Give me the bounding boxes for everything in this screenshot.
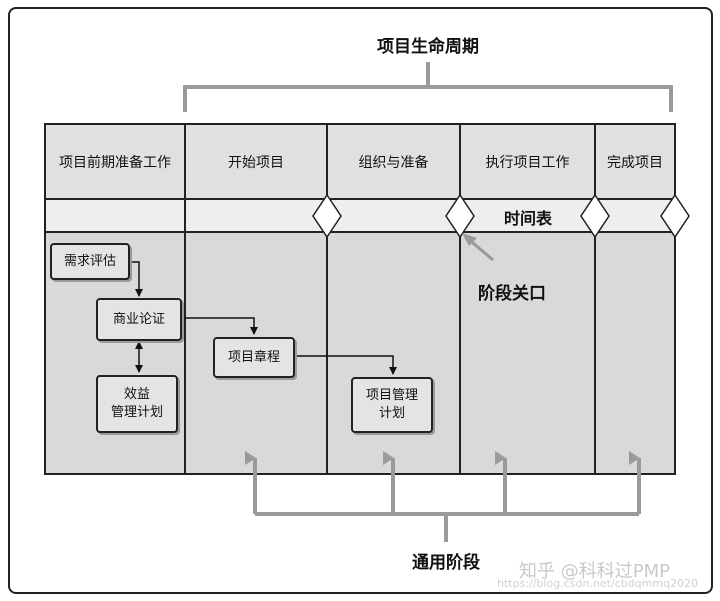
- arrow-business-to-charter: [182, 317, 258, 335]
- watermark-url: https://blog.csdn.net/cbdqmmq2020: [497, 577, 699, 590]
- business-case-label: 商业论证: [112, 311, 165, 327]
- column-dividers: [184, 124, 596, 474]
- phase-header-1: 项目前期准备工作: [59, 155, 171, 171]
- phase-header-4: 执行项目工作: [485, 155, 570, 171]
- phase-gate-diamonds: [312, 193, 690, 239]
- gate-diamond-2: [445, 193, 475, 239]
- project-plan-box: 项目管理 计划: [351, 377, 433, 433]
- flow-arrows: [130, 261, 397, 375]
- outer-frame: [8, 7, 713, 594]
- watermark-text: 知乎 @科科过PMP: [519, 561, 670, 582]
- project-charter-box: 项目章程: [213, 337, 295, 378]
- arrow-needs-to-business: [130, 261, 143, 297]
- business-case-box: 商业论证: [96, 298, 182, 341]
- gate-diamond-1: [312, 193, 342, 239]
- project-charter-label: 项目章程: [227, 349, 280, 365]
- lifecycle-title: 项目生命周期: [377, 37, 479, 57]
- timeline-label: 时间表: [503, 209, 552, 228]
- benefits-plan-box: 效益 管理计划: [96, 375, 178, 433]
- needs-assessment-box: 需求评估: [50, 243, 130, 280]
- needs-assessment-label: 需求评估: [63, 253, 116, 269]
- gate-diamond-3: [580, 193, 610, 239]
- phase-header-3: 组织与准备: [358, 155, 429, 171]
- gate-diamond-4: [660, 193, 690, 239]
- benefits-plan-label: 效益 管理计划: [110, 387, 163, 420]
- phase-gate-label: 阶段关口: [478, 284, 546, 304]
- project-plan-label: 项目管理 计划: [365, 388, 418, 421]
- phase-header-5: 完成项目: [607, 155, 663, 171]
- common-phase-bracket: [245, 451, 641, 542]
- arrow-charter-to-plan: [295, 355, 397, 375]
- common-phase-label: 通用阶段: [412, 553, 480, 573]
- phase-header-2: 开始项目: [228, 155, 284, 171]
- lifecycle-bracket: [183, 62, 673, 112]
